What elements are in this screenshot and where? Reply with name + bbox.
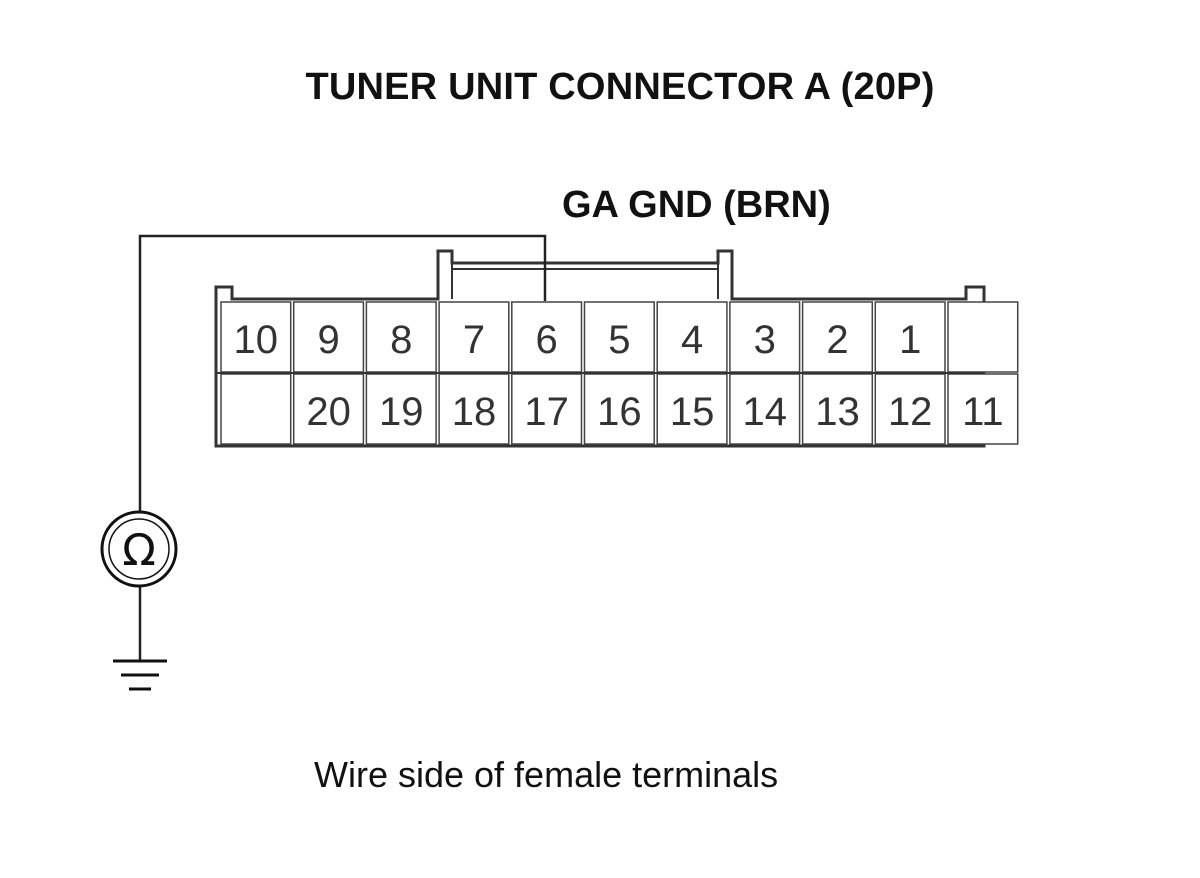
terminal-number: 20 — [306, 390, 351, 434]
terminal-cell: 8 — [365, 301, 437, 373]
terminal-cell: 6 — [511, 301, 583, 373]
terminal-number: 4 — [681, 318, 703, 362]
terminal-cell: 18 — [438, 373, 510, 445]
terminal-cell: 14 — [729, 373, 801, 445]
connector-housing — [214, 249, 986, 448]
terminal-cell: 16 — [583, 373, 655, 445]
terminal-cell: 5 — [583, 301, 655, 373]
terminal-cell: 10 — [220, 301, 292, 373]
terminal-cell: 12 — [874, 373, 946, 445]
terminal-cell-box — [365, 373, 437, 445]
terminal-cell-box — [220, 373, 292, 445]
terminal-cell-box — [874, 301, 946, 373]
footer-caption: Wire side of female terminals — [314, 754, 779, 795]
terminal-number: 7 — [463, 318, 485, 362]
terminal-cell: 7 — [438, 301, 510, 373]
meter-wiring — [138, 234, 547, 660]
terminal-cell-box — [292, 373, 365, 445]
terminal-cell-box — [947, 301, 1019, 373]
wire-label: GA GND (BRN) — [562, 184, 831, 226]
terminal-number: 19 — [379, 390, 424, 434]
probe-wire — [138, 234, 547, 512]
terminal-cell: 19 — [365, 373, 437, 445]
terminal-number: 10 — [234, 318, 279, 362]
terminal-number: 1 — [899, 318, 921, 362]
terminal-cell: 4 — [656, 301, 728, 373]
terminal-cell-box — [292, 301, 365, 373]
terminal-cell-box — [947, 373, 1019, 445]
terminal-cell-box — [438, 301, 510, 373]
terminal-cell-box — [438, 373, 510, 445]
terminal-number: 17 — [524, 390, 569, 434]
terminal-number: 14 — [743, 390, 788, 434]
terminal-number: 9 — [317, 318, 339, 362]
terminal-cell: 9 — [292, 301, 365, 373]
terminal-cell-box — [583, 301, 655, 373]
terminal-cell: 3 — [729, 301, 801, 373]
terminal-number: 11 — [962, 390, 1004, 434]
terminal-cell-box — [801, 301, 874, 373]
terminal-cell-box — [656, 373, 728, 445]
terminal-cell — [947, 301, 1019, 373]
terminal-cell: 1 — [874, 301, 946, 373]
terminal-number: 18 — [452, 390, 497, 434]
terminal-number: 6 — [535, 318, 557, 362]
terminal-number: 13 — [815, 390, 860, 434]
ground-symbol-icon — [113, 659, 167, 691]
terminal-cell: 20 — [292, 373, 365, 445]
diagram-title: TUNER UNIT CONNECTOR A (20P) — [305, 66, 935, 108]
terminal-number: 5 — [608, 318, 630, 362]
terminal-cell: 2 — [801, 301, 874, 373]
terminal-cell: 15 — [656, 373, 728, 445]
terminal-number: 2 — [826, 318, 848, 362]
ohmmeter-icon: Ω — [100, 510, 178, 588]
terminal-cell — [220, 373, 292, 445]
terminal-number: 16 — [597, 390, 642, 434]
terminal-cell-box — [656, 301, 728, 373]
terminal-number: 12 — [888, 390, 933, 434]
terminal-cell: 11 — [947, 373, 1019, 445]
terminal-cell-box — [511, 301, 583, 373]
ohm-symbol: Ω — [122, 525, 156, 576]
terminal-number: 8 — [390, 318, 412, 362]
terminal-number: 3 — [754, 318, 776, 362]
terminal-cell-box — [729, 373, 801, 445]
terminal-number: 15 — [670, 390, 715, 434]
terminal-cell: 13 — [801, 373, 874, 445]
terminal-cell-box — [220, 301, 292, 373]
terminal-cell: 17 — [511, 373, 583, 445]
